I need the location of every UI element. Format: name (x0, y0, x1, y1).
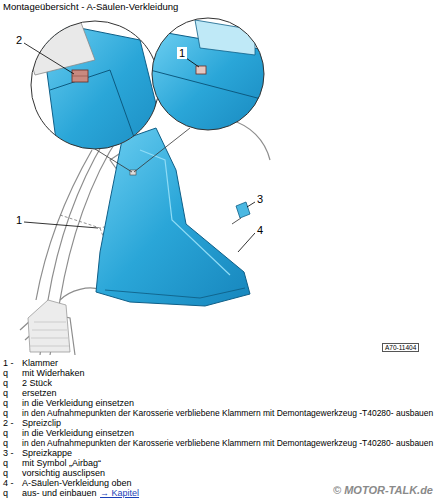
list-text: ersetzen (22, 389, 57, 399)
watermark: © MOTOR-TALK.de (333, 484, 433, 496)
figure-code: A70-11404 (382, 343, 419, 352)
list-text: 2 Stück (22, 379, 52, 389)
list-marker: q (3, 399, 8, 409)
list-text: in die Verkleidung einsetzen (22, 429, 134, 439)
callout-number: 3 (255, 193, 265, 205)
list-marker: q (3, 489, 8, 499)
list-marker: q (3, 439, 8, 449)
list-marker: 1 - (3, 359, 14, 369)
callout-number: 1 (14, 214, 24, 226)
list-marker: q (3, 369, 8, 379)
callout-number: 4 (255, 224, 265, 236)
list-marker: 2 - (3, 419, 14, 429)
callout-number: 2 (14, 34, 24, 46)
list-marker: q (3, 389, 8, 399)
list-text: vorsichtig ausclipsen (22, 469, 105, 479)
chapter-link: → Kapitel (100, 489, 139, 499)
list-text: in den Aufnahmepunkten der Karosserie ve… (22, 439, 433, 448)
list-marker: q (3, 459, 8, 469)
list-text: Klammer (22, 359, 58, 369)
list-marker: q (3, 429, 8, 439)
list-text: Spreizkappe (22, 449, 72, 459)
list-marker: 3 - (3, 449, 14, 459)
list-marker: q (3, 409, 8, 419)
list-text: A-Säulen-Verkleidung oben (22, 479, 132, 489)
list-text: in die Verkleidung einsetzen (22, 399, 134, 409)
list-text: in den Aufnahmepunkten der Karosserie ve… (22, 409, 433, 418)
list-text: Spreizclip (22, 419, 61, 429)
list-marker: q (3, 379, 8, 389)
list-text: mit Widerhaken (22, 369, 85, 379)
list-text: mit Symbol „Airbag“ (22, 459, 101, 469)
list-marker: q (3, 469, 8, 479)
callout-number: 1 (177, 47, 187, 59)
list-marker: 4 - (3, 479, 14, 489)
diagram-title: Montageübersicht - A-Säulen-Verkleidung (3, 2, 178, 12)
list-text: aus- und einbauen (22, 489, 97, 499)
